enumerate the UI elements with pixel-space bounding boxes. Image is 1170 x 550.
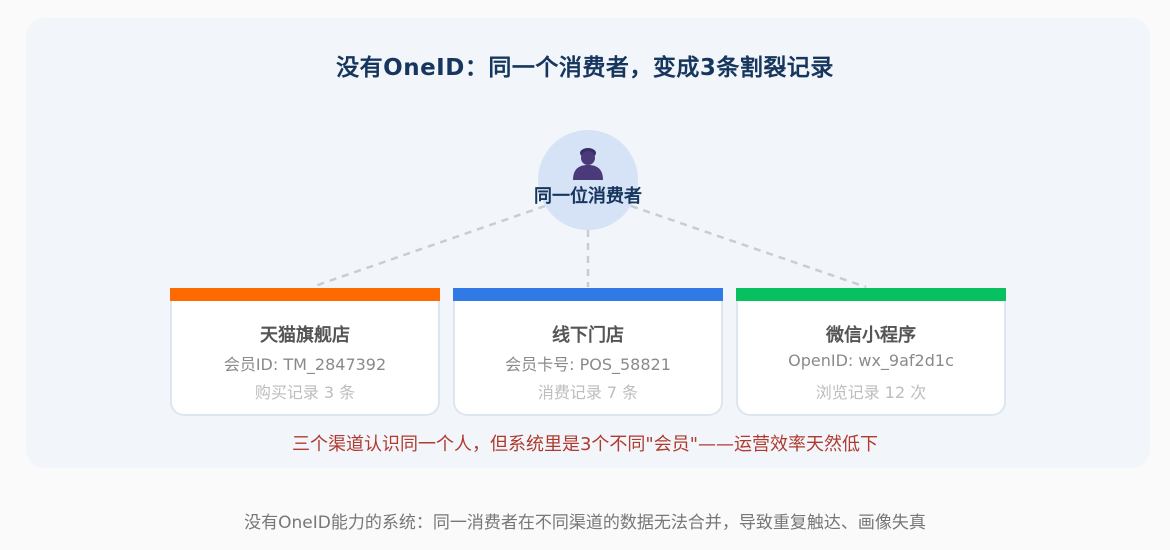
connector-line-wechat [630, 204, 867, 289]
figure-caption: 没有OneID能力的系统：同一消费者在不同渠道的数据无法合并，导致重复触达、画像… [244, 513, 926, 533]
channel-member-id: 会员ID: TM_2847392 [223, 355, 387, 374]
channel-record-count: 浏览记录 12 次 [815, 383, 927, 402]
connector-line-tmall [311, 204, 546, 289]
channel-name: 微信小程序 [826, 325, 916, 346]
channel-card-offline-store: 线下门店 会员卡号: POS_58821 消费记录 7 条 [453, 288, 723, 416]
diagram-title: 没有OneID：同一个消费者，变成3条割裂记录 [336, 55, 834, 81]
channel-name: 线下门店 [552, 325, 624, 346]
channel-member-id: OpenID: wx_9af2d1c [788, 351, 954, 370]
warning-text: 三个渠道认识同一个人，但系统里是3个不同"会员"——运营效率天然低下 [291, 434, 878, 455]
consumer-node: 同一位消费者 [534, 130, 642, 230]
channel-record-count: 消费记录 7 条 [537, 383, 639, 402]
channel-name: 天猫旗舰店 [260, 325, 350, 346]
consumer-label: 同一位消费者 [534, 186, 642, 207]
channel-color-bar [170, 288, 440, 301]
channel-member-id: 会员卡号: POS_58821 [505, 355, 671, 374]
channel-card-wechat-miniprogram: 微信小程序 OpenID: wx_9af2d1c 浏览记录 12 次 [736, 288, 1006, 416]
channel-color-bar [736, 288, 1006, 301]
channel-color-bar [453, 288, 723, 301]
channel-record-count: 购买记录 3 条 [254, 383, 356, 402]
channel-card-tmall: 天猫旗舰店 会员ID: TM_2847392 购买记录 3 条 [170, 288, 440, 416]
person-icon [573, 148, 603, 180]
